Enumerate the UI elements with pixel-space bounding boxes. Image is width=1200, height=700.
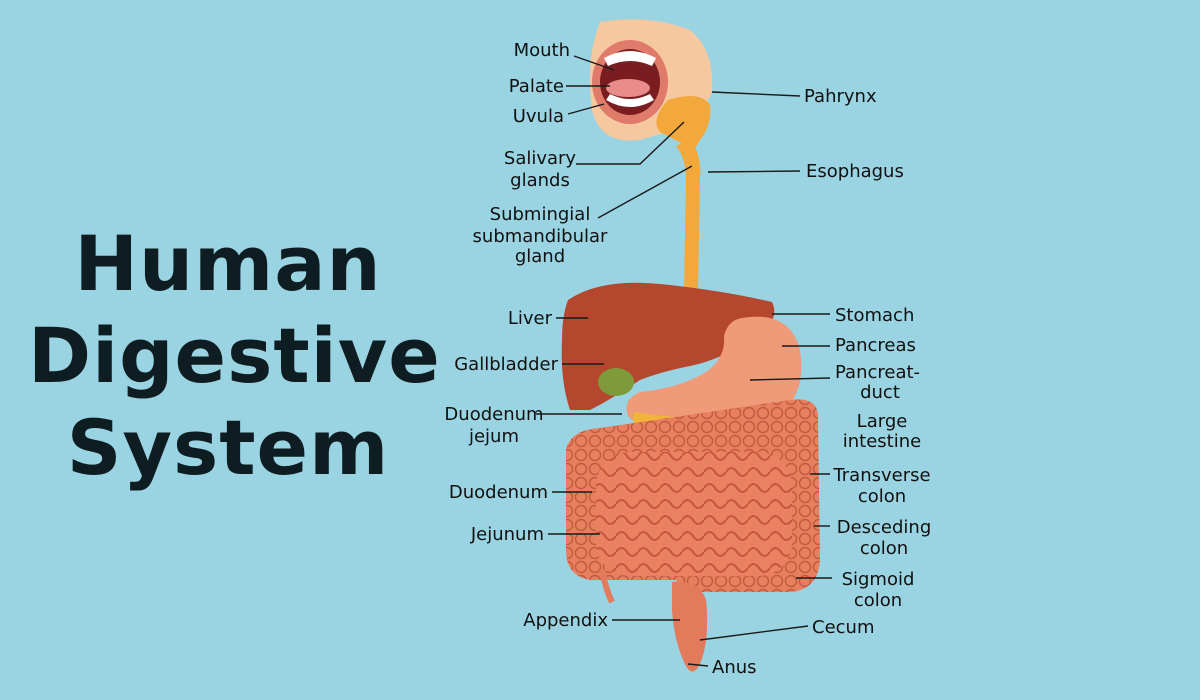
leader-lines	[536, 55, 832, 667]
label-palate: Palate	[509, 76, 564, 97]
label-large-intestine-1: Large	[857, 411, 908, 432]
label-submingial-3: gland	[515, 246, 565, 267]
label-transverse-colon-1: Transverse	[832, 465, 930, 486]
label-pharynx: Pahrynx	[804, 86, 877, 107]
mouth-organ	[589, 19, 713, 141]
label-pancreat-duct-1: Pancreat-	[835, 362, 920, 383]
label-jejunum: Jejunum	[470, 524, 544, 545]
label-salivary-1: Salivary	[504, 148, 577, 169]
label-anus: Anus	[712, 657, 757, 678]
label-transverse-colon-2: colon	[858, 486, 906, 507]
small-intestine-organ	[596, 452, 792, 576]
label-large-intestine-2: intestine	[843, 431, 921, 452]
label-pancreat-duct-2: duct	[860, 382, 900, 403]
label-liver: Liver	[508, 308, 553, 329]
label-salivary-2: glands	[510, 170, 570, 191]
label-gallbladder: Gallbladder	[454, 354, 558, 375]
label-sigmoid-colon-2: colon	[854, 590, 902, 611]
label-uvula: Uvula	[513, 106, 564, 127]
gallbladder-organ	[598, 368, 634, 396]
appendix-organ	[599, 569, 615, 604]
title-line-1: Human	[74, 219, 382, 308]
label-stomach: Stomach	[835, 305, 914, 326]
esophagus-organ	[656, 96, 711, 300]
rectum-organ	[672, 581, 708, 672]
label-appendix: Appendix	[523, 610, 608, 631]
label-cecum: Cecum	[812, 617, 874, 638]
label-mouth: Mouth	[514, 40, 570, 61]
label-submingial-2: submandibular	[473, 226, 608, 247]
label-esophagus: Esophagus	[806, 161, 904, 182]
title-line-3: System	[66, 403, 390, 492]
label-pancreas: Pancreas	[835, 335, 916, 356]
diagram-title: Human Digestive System	[28, 218, 441, 494]
label-sigmoid-colon-1: Sigmoid	[842, 569, 915, 590]
label-descending-colon-1: Desceding	[837, 517, 932, 538]
title-line-2: Digestive	[28, 311, 441, 400]
label-submingial-1: Submingial	[490, 204, 591, 225]
label-duodenum-jejum-1: Duodenum	[444, 404, 543, 425]
label-duodenum: Duodenum	[449, 482, 548, 503]
right-labels: Pahrynx Esophagus Stomach Pancreas Pancr…	[712, 86, 931, 678]
left-labels: Mouth Palate Uvula Salivary glands Submi…	[444, 40, 608, 631]
label-duodenum-jejum-2: jejum	[468, 426, 519, 447]
label-descending-colon-2: colon	[860, 538, 908, 559]
